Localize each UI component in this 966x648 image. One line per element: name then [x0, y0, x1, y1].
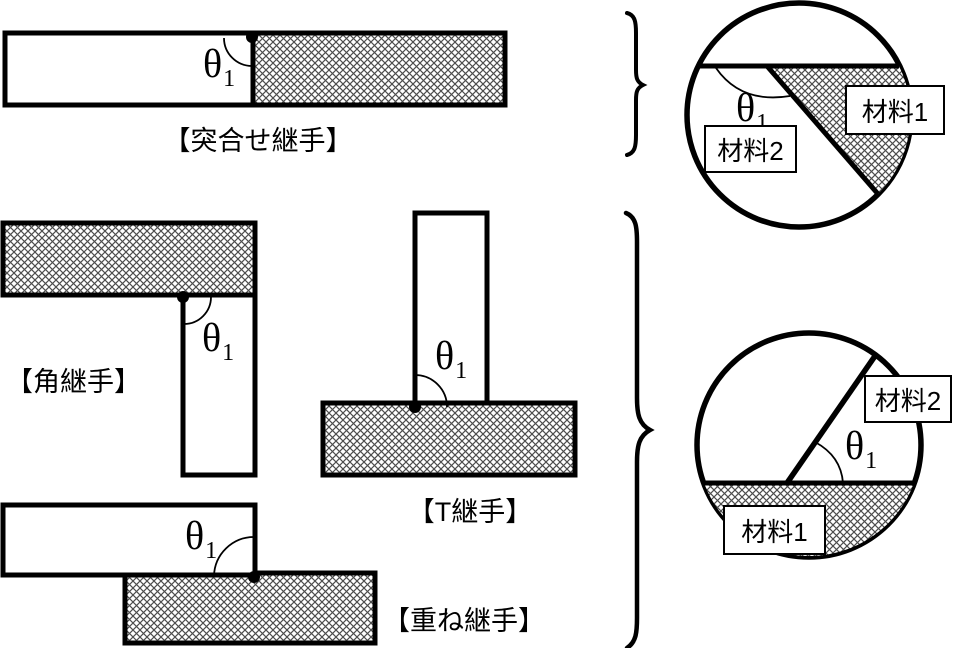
tee-joint-vertex-dot: [409, 401, 421, 413]
butt-joint-figure: [2, 30, 508, 108]
detail-circle-2-angle-label: θ1: [845, 423, 877, 474]
lap-joint-vertex-dot: [248, 571, 260, 583]
tee-joint-angle-arc: [414, 374, 448, 408]
butt-joint-angle-label: θ1: [203, 41, 235, 92]
theta-subscript: 1: [865, 448, 878, 474]
corner-joint-angle-arc: [183, 296, 212, 325]
tee-joint-angle-label: θ1: [435, 333, 467, 384]
butt-joint-plate-right-hatched: [250, 30, 508, 108]
theta-symbol: θ: [435, 333, 455, 378]
corner-joint-vertex-dot: [177, 291, 189, 303]
detail-circle-1-material1-box: 材料1: [845, 85, 945, 135]
theta-subscript: 1: [222, 340, 235, 366]
detail-circle-1-angle-label: θ1: [736, 85, 768, 136]
tee-joint-figure: [320, 210, 578, 478]
detail-circle-2-material1-box: 材料1: [723, 505, 826, 555]
corner-joint-figure: [0, 220, 258, 478]
theta-symbol: θ: [185, 513, 205, 558]
butt-joint-angle-arc: [223, 37, 253, 67]
theta-symbol: θ: [736, 85, 756, 130]
lap-joint-angle-arc: [213, 536, 255, 577]
detail-circle-2-material2-box: 材料2: [864, 375, 952, 423]
lap-joint-plate-lower-hatched: [122, 570, 378, 646]
tee-joint-plate-vertical: [412, 210, 490, 408]
theta-symbol: θ: [845, 423, 865, 468]
theta-subscript: 1: [205, 538, 218, 564]
detail-circle-2-joint-line: [784, 354, 878, 485]
corner-joint-label: 【角継手】: [6, 367, 141, 397]
corner-joint-angle-label: θ1: [202, 315, 234, 366]
theta-subscript: 1: [223, 66, 236, 92]
corner-joint-plate-top-hatched: [0, 220, 258, 298]
butt-joint-vertex-dot: [246, 31, 258, 43]
detail-circle-1-material2-box: 材料2: [704, 125, 797, 173]
lap-joint-plate-upper: [0, 502, 258, 578]
lap-joint-angle-label: θ1: [185, 513, 217, 564]
lap-joint-figure: [0, 502, 378, 646]
detail-circle-2-angle-arc: [814, 441, 844, 484]
lap-joint-label: 【重ね継手】: [383, 606, 545, 636]
brace-top: [625, 11, 648, 157]
tee-joint-plate-base-hatched: [320, 400, 578, 478]
theta-symbol: θ: [202, 315, 222, 360]
tee-joint-label: 【T継手】: [407, 497, 533, 527]
detail-circle-1-angle-arc: [715, 67, 791, 99]
theta-symbol: θ: [203, 41, 223, 86]
detail-circle-1-joint-line: [765, 64, 880, 196]
theta-subscript: 1: [455, 358, 468, 384]
brace-bottom: [623, 210, 655, 648]
butt-joint-label: 【突合せ継手】: [163, 126, 353, 156]
corner-joint-plate-vertical: [180, 292, 258, 478]
